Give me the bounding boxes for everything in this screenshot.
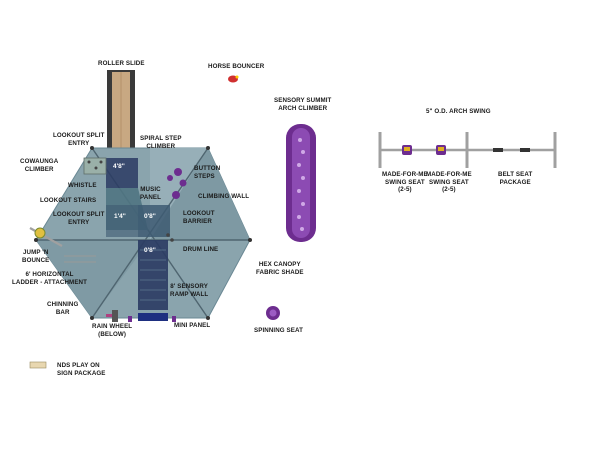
label-roller-slide: ROLLER SLIDE (98, 60, 145, 67)
made-for-me-swing-seat-1 (402, 145, 412, 155)
drum-line (166, 233, 174, 242)
cowaunga-climber (83, 157, 107, 175)
deck-height-left: 1'4" (114, 213, 126, 220)
belt-seat-package (493, 148, 530, 152)
label-horizontal-ladder: 6' HORIZONTAL LADDER - ATTACHMENT (12, 271, 87, 286)
made-for-me-swing-seat-2 (436, 145, 446, 155)
label-lookout-split-entry-left: LOOKOUT SPLIT ENTRY (53, 211, 105, 226)
rain-wheel (106, 310, 118, 322)
label-mini-panel: MINI PANEL (174, 322, 211, 329)
label-music-panel: MUSIC PANEL (140, 186, 162, 201)
roller-slide (107, 70, 135, 150)
label-sensory-summit-arch-climber: SENSORY SUMMIT ARCH CLIMBER (274, 97, 332, 112)
spinning-seat (266, 306, 280, 320)
label-climbing-wall: CLIMBING WALL (198, 193, 250, 200)
label-jump-n-bounce: JUMP 'N BOUNCE (22, 249, 50, 264)
label-rain-wheel: RAIN WHEEL (BELOW) (92, 323, 133, 338)
label-hex-canopy: HEX CANOPY FABRIC SHADE (256, 261, 304, 276)
label-belt-seat-package: BELT SEAT PACKAGE (498, 171, 533, 186)
label-drum-line: DRUM LINE (183, 246, 219, 253)
label-chinning-bar: CHINNING BAR (47, 301, 79, 316)
label-arch-swing: 5" O.D. ARCH SWING (426, 108, 491, 115)
label-nds-sign: NDS PLAY ON SIGN PACKAGE (57, 362, 106, 377)
label-spinning-seat: SPINNING SEAT (254, 327, 303, 334)
button-steps (167, 168, 187, 187)
jump-n-bounce (29, 227, 63, 247)
label-lookout-stairs: LOOKOUT STAIRS (40, 197, 97, 204)
label-whistle: WHISTLE (68, 182, 97, 189)
climbing-wall (172, 191, 180, 199)
sensory-summit-arch-climber (286, 124, 316, 242)
label-made-for-me-seat-2: MADE-FOR-ME SWING SEAT (2-5) (426, 171, 472, 193)
label-spiral-step-climber: SPIRAL STEP CLIMBER (140, 135, 182, 150)
label-lookout-split-entry-top: LOOKOUT SPLIT ENTRY (53, 132, 105, 147)
nds-sign (29, 361, 47, 369)
label-made-for-me-seat-1: MADE-FOR-ME SWING SEAT (2-5) (382, 171, 428, 193)
deck-height-top: 4'8" (113, 163, 125, 170)
deck-height-center: 0'8" (144, 213, 156, 220)
deck-structure (106, 158, 176, 322)
label-button-steps: BUTTON STEPS (194, 165, 221, 180)
horse-bouncer (228, 75, 239, 83)
label-horse-bouncer: HORSE BOUNCER (208, 63, 265, 70)
label-cowaunga-climber: COWAUNGA CLIMBER (20, 158, 59, 173)
horizontal-ladder (64, 255, 96, 263)
label-sensory-ramp-wall: 8' SENSORY RAMP WALL (170, 283, 209, 298)
label-lookout-barrier: LOOKOUT BARRIER (183, 210, 215, 225)
deck-height-bottom: 0'8" (144, 247, 156, 254)
